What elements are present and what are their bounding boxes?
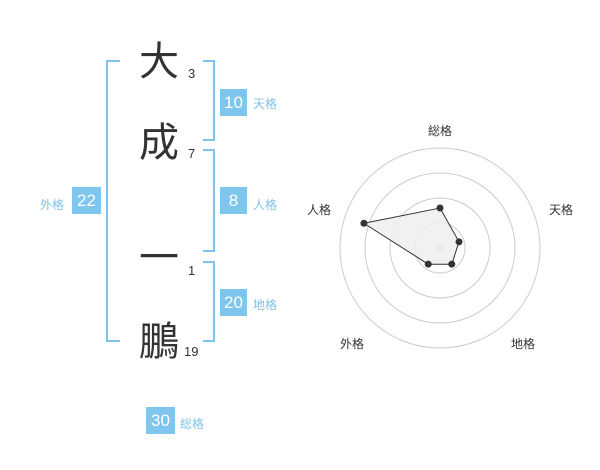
stroke-count-3: 1 — [188, 263, 196, 278]
chikaku-bracket — [203, 261, 215, 342]
jinkaku-bracket — [203, 149, 215, 252]
tenkaku-label: 天格 — [253, 97, 278, 111]
soukaku-label: 総格 — [180, 417, 205, 431]
radar-axis-label-gaikaku: 外格 — [340, 337, 365, 351]
radar-point-2 — [448, 260, 456, 268]
chikaku-label: 地格 — [253, 298, 278, 312]
jinkaku-value: 8 — [220, 187, 247, 214]
gaikaku-bracket — [106, 60, 120, 342]
radar-ring — [339, 147, 541, 349]
radar-axis-label-soukaku: 総格 — [428, 124, 453, 138]
chikaku-value: 20 — [220, 289, 247, 316]
name-char-4: 鵬 — [139, 319, 179, 365]
radar-axis-label-chikaku: 地格 — [511, 337, 536, 351]
name-char-3: 一 — [139, 235, 179, 281]
stroke-count-4: 19 — [184, 344, 199, 359]
jinkaku-label: 人格 — [253, 198, 278, 212]
radar-point-0 — [436, 204, 444, 212]
stroke-count-1: 3 — [188, 66, 196, 81]
stroke-count-2: 7 — [188, 146, 196, 161]
radar-series-polygon — [362, 207, 460, 265]
tenkaku-value: 10 — [220, 89, 247, 116]
radar-ring — [364, 172, 516, 324]
tenkaku-bracket — [203, 60, 215, 141]
radar-point-1 — [455, 238, 463, 246]
radar-point-4 — [360, 219, 368, 227]
radar-axis-label-tenkaku: 天格 — [549, 203, 574, 217]
radar-axis-label-jinkaku: 人格 — [307, 203, 332, 217]
radar-ring — [389, 197, 491, 299]
gaikaku-label: 外格 — [40, 198, 65, 212]
soukaku-value: 30 — [146, 407, 175, 434]
name-char-2: 成 — [139, 120, 179, 166]
radar-point-3 — [424, 260, 432, 268]
name-char-1: 大 — [139, 39, 179, 85]
gaikaku-value: 22 — [72, 187, 101, 214]
